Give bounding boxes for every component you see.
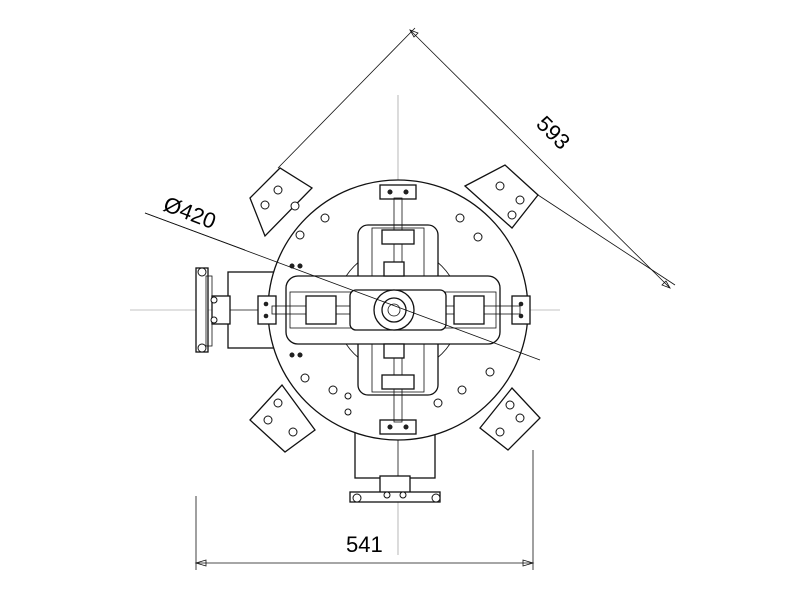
horizontal-slide <box>257 275 531 345</box>
left-motor-unit <box>195 267 277 353</box>
diameter-label: Ø420 <box>160 191 219 234</box>
arm-bottom-left <box>249 383 316 453</box>
bottom-motor-unit <box>349 429 441 503</box>
central-hub <box>349 261 447 359</box>
arm-top-left <box>249 167 314 238</box>
arm-top-right <box>463 164 539 229</box>
width-dimension: 541 <box>194 450 535 570</box>
diagonal-label: 593 <box>531 111 575 155</box>
width-label: 541 <box>346 532 383 557</box>
disc-holes <box>289 213 495 416</box>
arm-bottom-right <box>479 387 541 451</box>
